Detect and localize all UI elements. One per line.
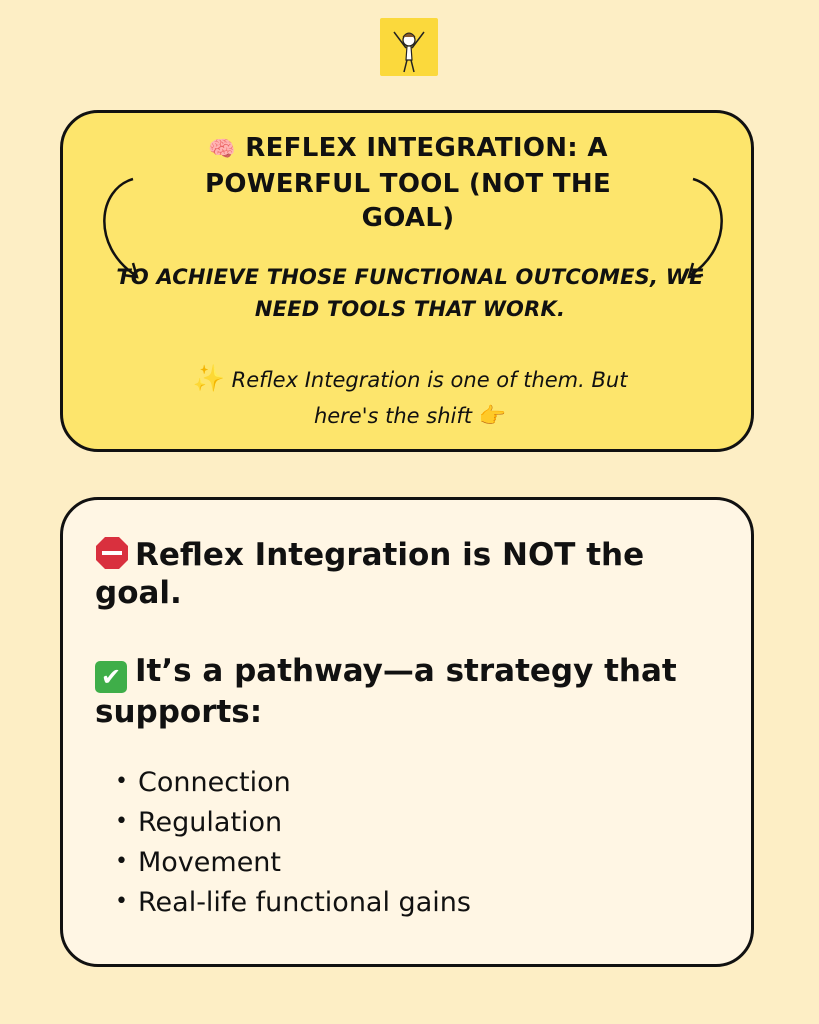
stop-sign-icon [96,537,128,569]
goal-card: Reflex Integration is NOT the goal. ✔It’… [60,497,754,967]
logo [380,18,438,76]
check-icon: ✔ [95,661,127,693]
card-title: 🧠 REFLEX INTEGRATION: A POWERFUL TOOL (N… [173,131,643,235]
list-item: Connection [115,762,471,802]
cartoon-girl-icon [393,31,425,73]
brain-icon: 🧠 [208,137,236,162]
list-item: Movement [115,842,471,882]
card-note: ✨ Reflex Integration is one of them. But… [163,361,657,435]
pointing-hand-icon: 👉 [478,404,507,429]
list-item: Regulation [115,802,471,842]
curved-arrow-left-icon [103,177,139,279]
heading-pathway: ✔It’s a pathway—a strategy that supports… [95,652,695,731]
heading-not-goal-text: Reflex Integration is NOT the goal. [95,537,645,611]
tool-card: 🧠 REFLEX INTEGRATION: A POWERFUL TOOL (N… [60,110,754,452]
heading-not-goal: Reflex Integration is NOT the goal. [95,536,695,612]
supports-list: Connection Regulation Movement Real-life… [115,762,471,922]
card-subtitle: To achieve those functional outcomes, we… [116,265,704,321]
card-note-text: Reflex Integration is one of them. But h… [231,368,628,428]
card-title-text: REFLEX INTEGRATION: A POWERFUL TOOL (NOT… [204,133,612,233]
curved-arrow-right-icon [687,177,723,279]
heading-pathway-text: It’s a pathway—a strategy that supports: [95,653,677,730]
sparkle-icon: ✨ [192,364,225,394]
list-item: Real-life functional gains [115,882,471,922]
